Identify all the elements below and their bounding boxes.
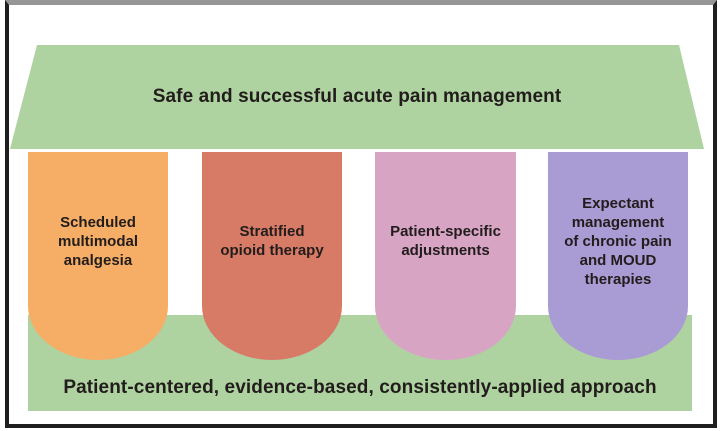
pillar-label: Stratified opioid therapy [220,223,324,259]
base-title: Patient-centered, evidence-based, consis… [63,377,657,398]
pillar-scheduled-multimodal-analgesia: Scheduled multimodal analgesia [28,152,168,360]
pillar-stratified-opioid-therapy: Stratified opioid therapy [202,152,342,360]
roof-shape: Safe and successful acute pain managemen… [10,45,704,149]
pillar-label: Expectant management of chronic pain and… [564,194,672,288]
roof-title: Safe and successful acute pain managemen… [152,86,562,107]
pillar-patient-specific-adjustments: Patient-specific adjustments [375,152,516,360]
pillar-label: Scheduled multimodal analgesia [57,213,138,269]
pillar-label: Patient-specific adjustments [390,223,501,259]
pillar-expectant-management-moud: Expectant management of chronic pain and… [548,152,688,360]
